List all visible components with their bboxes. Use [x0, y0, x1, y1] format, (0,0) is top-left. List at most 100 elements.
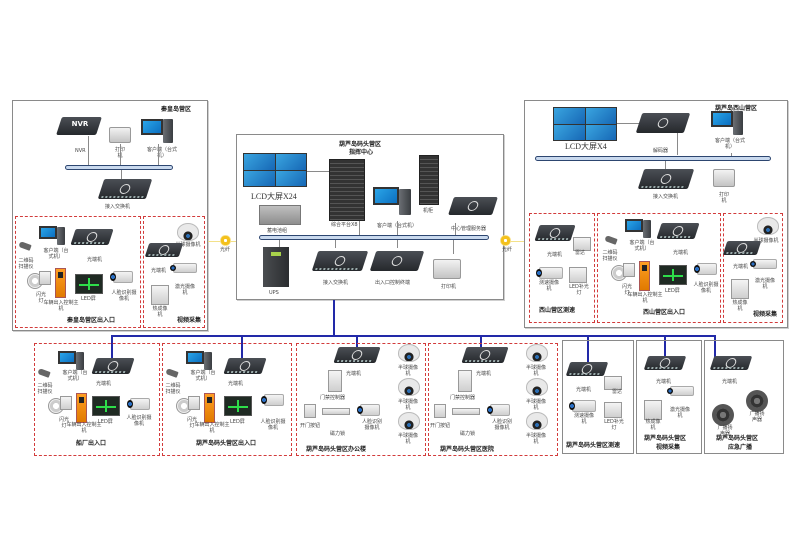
gun-camera-label: 激光摄像机: [669, 407, 690, 419]
flash-light-label: 闪光灯: [35, 292, 46, 304]
radar-icon: [604, 376, 622, 390]
shipyard-entrance-zone: [34, 343, 160, 456]
led-screen-icon: [92, 396, 120, 416]
speaker-icon: [746, 390, 768, 412]
platform-server-label: 综合平台X8: [331, 222, 358, 228]
fiber-transceiver-icon: [333, 347, 381, 363]
face-camera-icon: [487, 404, 510, 416]
speed-camera-icon: [569, 400, 596, 412]
maglock-label: 磁力锁: [460, 431, 476, 437]
dome-camera-icon: [398, 412, 420, 430]
fiber-transceiver-icon: [565, 362, 609, 376]
exit-button-label: 开门按钮: [300, 423, 321, 429]
qinhuangdao-entrance-zone: [15, 216, 141, 328]
decoder-icon: [635, 113, 691, 133]
barcode-reader-label: 二维码扫描仪: [37, 383, 53, 395]
command-center-panel: 葫芦岛码头营区 指挥中心 LCD大屏X24 蓄电池组 综合平台X8 客户端（台式…: [236, 134, 504, 300]
videowall-label: LCD大屏X4: [565, 142, 607, 151]
face-camera-label: 人脸识别摄像机: [492, 419, 513, 431]
client-pc-label: 客户端（台式机）: [715, 138, 746, 150]
vehicle-controller-label: 车辆出入控制主机: [43, 300, 79, 312]
fiber-left-label: 光纤: [220, 247, 231, 253]
fiber-transceiver-icon: [656, 223, 700, 239]
barcode-reader-label: 二维码扫描仪: [165, 383, 181, 395]
printer-icon: [713, 169, 735, 187]
exit-button-icon: [434, 404, 446, 418]
center-lan-bus: [259, 235, 489, 240]
fiber-transceiver-label: 光端机: [722, 379, 738, 385]
lan-bus: [65, 165, 173, 170]
speed-camera-icon: [536, 267, 563, 279]
fiber-transceiver-icon: [709, 356, 753, 370]
speaker-icon: [712, 404, 734, 426]
maglock-label: 磁力锁: [330, 431, 346, 437]
platform-server-icon: [329, 159, 365, 221]
door-controller-icon: [458, 370, 472, 392]
maglock-icon: [452, 408, 480, 415]
access-controller-icon: [369, 251, 425, 271]
dome-camera-icon: [398, 378, 420, 396]
hospital-title: 葫芦岛码头营区医院: [440, 446, 495, 453]
wharf-video-title-line2: 视频采集: [656, 444, 681, 451]
video-fiber-label: 光端机: [151, 268, 167, 274]
gun-camera-icon: [170, 263, 197, 273]
gun-camera-label: 激光摄像机: [174, 284, 195, 296]
flash-light-label: 闪光灯: [186, 417, 197, 429]
client-pc-tower-icon: [733, 111, 743, 135]
radar-label: 雷达: [612, 389, 623, 395]
vehicle-controller-label: 车辆出入控制主机: [66, 422, 102, 434]
fiber-transceiver-label: 光端机: [476, 371, 492, 377]
client-pc-label: 客户端（台式机）: [146, 147, 177, 159]
dome-1-label: 半球摄像机: [525, 365, 546, 377]
face-camera-icon: [357, 404, 380, 416]
flash-light-label: 闪光灯: [58, 417, 69, 429]
fiber-transceiver-label: 光端机: [673, 250, 689, 256]
xishan-video-zone: [723, 213, 783, 323]
thermal-camera-label: 热成像机: [732, 300, 748, 312]
client-pc-monitor-icon: [625, 219, 643, 232]
backbone-trunk: [333, 300, 335, 336]
broadcast-title-line1: 葫芦岛码头营区: [716, 435, 759, 442]
flash-light-body-icon: [60, 396, 72, 410]
qinhuangdao-video-title: 视频采集: [177, 317, 202, 324]
access-switch-icon: [311, 251, 369, 271]
dome-camera-icon: [526, 344, 548, 362]
led-light-label: LED补光灯: [569, 284, 589, 296]
battery-pack-label: 蓄电池组: [267, 228, 288, 234]
led-light-label: LED补光灯: [604, 419, 624, 431]
thermal-camera-icon: [644, 400, 662, 420]
door-controller-icon: [328, 370, 342, 392]
printer-icon: [109, 127, 131, 143]
dome-camera-label: 半球摄像机: [175, 242, 201, 248]
face-camera-label: 人脸识别摄像机: [260, 419, 286, 431]
fiber-transceiver-icon: [91, 358, 135, 374]
thermal-camera-label: 热成像机: [152, 306, 168, 318]
client-pc-tower-icon: [204, 352, 212, 370]
fiber-right-label: 光纤: [502, 247, 513, 253]
flash-light-label: 闪光灯: [621, 284, 632, 296]
nvr-label: NVR: [75, 148, 86, 154]
client-pc-monitor-icon: [58, 351, 76, 364]
qinhuangdao-video-zone: [143, 216, 205, 328]
led-screen-icon: [224, 396, 252, 416]
access-switch-label: 接入交换机: [105, 204, 131, 210]
dome-camera-icon: [526, 412, 548, 430]
vehicle-controller-icon: [204, 393, 215, 423]
xishan-title: 葫芦岛西山营区: [715, 105, 758, 112]
thermal-camera-icon: [151, 285, 169, 305]
video-fiber-label: 光端机: [733, 264, 749, 270]
vehicle-controller-icon: [55, 268, 66, 298]
wharf-video-zone: [636, 340, 702, 454]
led-screen-label: LED屏: [98, 419, 113, 425]
fiber-transceiver-icon: [722, 241, 762, 255]
nvr-badge: NVR: [71, 120, 89, 128]
radar-label: 雷达: [575, 250, 586, 256]
command-center-title-line2: 指挥中心: [349, 149, 374, 156]
fiber-transceiver-label: 光端机: [656, 379, 672, 385]
fiber-transceiver-label: 光端机: [96, 381, 112, 387]
qinhuangdao-title: 秦皇岛营区: [161, 106, 192, 113]
decoder-label: 解码器: [653, 148, 669, 154]
office-zone: [296, 343, 426, 456]
client-pc-label: 客户端（台式机）: [190, 370, 216, 382]
flash-light-body-icon: [623, 263, 635, 277]
